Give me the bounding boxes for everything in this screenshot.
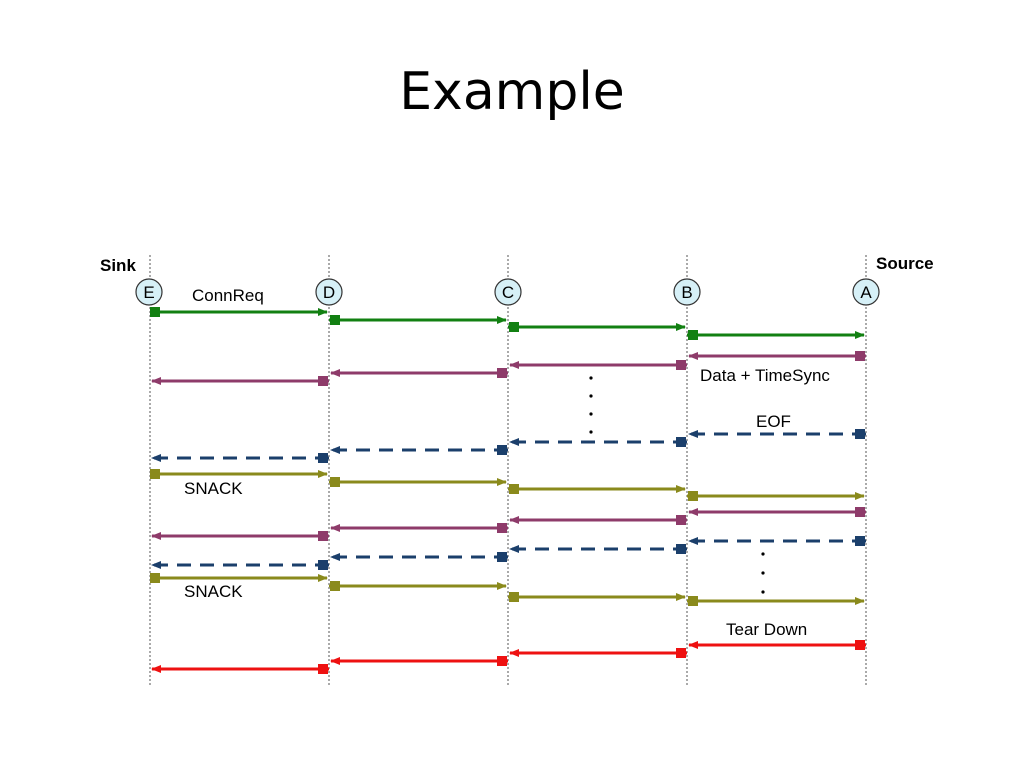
data-messages-2 [151,507,866,541]
connreq-messages [150,307,865,340]
node-d-label: D [323,283,335,302]
snack-label-1: SNACK [184,479,243,498]
eof-label: EOF [756,412,791,431]
ellipsis-dots-2 [761,552,765,594]
snack-messages-1 [150,469,865,501]
connreq-label: ConnReq [192,286,264,305]
eof-messages-1 [151,429,866,463]
eof-messages-2 [151,536,866,570]
teardown-messages [151,640,866,674]
node-c: C [494,278,522,306]
snack-messages-2 [150,573,865,606]
ellipsis-dots-1 [589,376,593,434]
snack-label-2: SNACK [184,582,243,601]
data-messages-1 [151,351,866,386]
node-d: D [315,278,343,306]
slide-title: Example [399,62,625,122]
teardown-label: Tear Down [726,620,807,639]
node-b-label: B [681,283,692,302]
source-label: Source [876,254,934,273]
node-e-label: E [143,283,154,302]
node-c-label: C [502,283,514,302]
node-a: A [852,278,880,306]
node-a-label: A [860,283,872,302]
data-timesync-label: Data + TimeSync [700,366,830,385]
node-e: E [135,278,163,306]
sink-label: Sink [100,256,136,275]
node-b: B [673,278,701,306]
